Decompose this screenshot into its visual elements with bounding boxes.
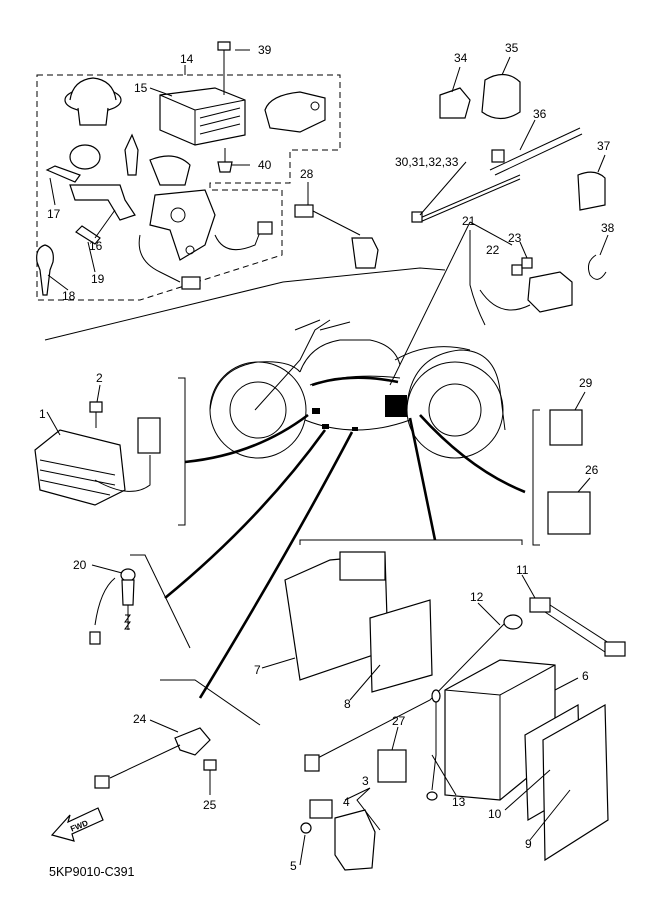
part-17-screw — [45, 165, 81, 183]
part-34-clamp — [439, 87, 471, 119]
label-26: 26 — [585, 463, 599, 477]
bracket-left — [178, 377, 186, 526]
label-39: 39 — [258, 43, 272, 57]
label-12: 12 — [470, 590, 484, 604]
pointer-lines — [164, 413, 526, 699]
part-14-switch-cover — [64, 77, 122, 126]
label-leaders — [46, 49, 609, 866]
label-20: 20 — [73, 558, 87, 572]
part-3-starter-relay — [309, 799, 376, 871]
bracket-battery — [299, 539, 523, 545]
label-40: 40 — [258, 158, 272, 172]
label-38: 38 — [601, 221, 615, 235]
label-10: 10 — [488, 807, 502, 821]
label-15: 15 — [134, 81, 148, 95]
label-8: 8 — [344, 697, 351, 711]
part-24-sidestand-switch — [94, 727, 211, 789]
group-leader-lines — [44, 267, 446, 341]
part-13-earth-lead — [426, 689, 441, 801]
part-15-ignitor-unit — [149, 87, 246, 146]
part-20-switch — [89, 568, 136, 645]
label-3: 3 — [362, 774, 369, 788]
label-37: 37 — [597, 139, 611, 153]
label-7: 7 — [254, 663, 261, 677]
part-14-mount-bracket — [264, 91, 326, 133]
label-34: 34 — [454, 51, 468, 65]
label-14: 14 — [180, 52, 194, 66]
label-6: 6 — [582, 669, 589, 683]
label-21: 21 — [462, 214, 476, 228]
part-9-pad — [542, 703, 609, 862]
group-14-dashed-box — [36, 74, 341, 301]
part-7-battery-box — [284, 551, 389, 681]
label-9: 9 — [525, 837, 532, 851]
part-30-33-cable-ties — [411, 174, 521, 223]
label-30-33: 30,31,32,33 — [395, 155, 459, 169]
bracket-20 — [130, 554, 191, 649]
part-36-cable-tie — [489, 127, 583, 176]
part-29-relay — [549, 409, 583, 446]
part-26-flasher — [547, 491, 591, 535]
part-40-grommet — [217, 148, 233, 173]
label-16: 16 — [89, 239, 103, 253]
part-39-screw — [217, 41, 231, 95]
label-22: 22 — [486, 243, 500, 257]
part-2-bolt — [89, 401, 103, 428]
label-17: 17 — [47, 207, 61, 221]
label-11: 11 — [516, 563, 529, 577]
part-38-clip — [588, 254, 607, 280]
label-13: 13 — [452, 795, 466, 809]
part-35-band — [481, 73, 521, 120]
label-24: 24 — [133, 712, 147, 726]
part-16-main-switch — [69, 133, 273, 290]
part-5-bolt — [300, 822, 312, 834]
part-28-connector — [294, 204, 379, 269]
label-23: 23 — [508, 231, 522, 245]
label-18: 18 — [62, 289, 76, 303]
part-8-pad — [369, 599, 433, 693]
bracket-right — [532, 409, 540, 546]
motorcycle-outline — [209, 319, 506, 459]
part-37-clamp — [577, 171, 606, 211]
part-19-bolt — [75, 225, 101, 245]
part-27-relay — [377, 749, 407, 783]
diagram-code: 5KP9010-C391 — [49, 865, 135, 879]
label-36: 36 — [533, 107, 547, 121]
label-28: 28 — [300, 167, 314, 181]
fwd-arrow-icon: FWD — [50, 807, 104, 842]
label-29: 29 — [579, 376, 593, 390]
label-25: 25 — [203, 798, 217, 812]
part-11-lead — [529, 597, 626, 657]
part-21-fuse-box — [469, 230, 573, 326]
part-12-cable — [304, 614, 523, 772]
part-25-screw — [203, 759, 217, 771]
bracket-24 — [160, 679, 261, 726]
label-4: 4 — [343, 795, 350, 809]
part-1-rectifier — [34, 417, 161, 506]
label-19: 19 — [91, 272, 105, 286]
label-35: 35 — [505, 41, 519, 55]
label-5: 5 — [290, 859, 297, 873]
part-18-key — [36, 244, 54, 296]
label-2: 2 — [96, 371, 103, 385]
part-labels: 14 15 39 40 28 17 16 18 19 34 35 36 30,3… — [39, 41, 615, 873]
label-1: 1 — [39, 407, 46, 421]
label-27: 27 — [392, 714, 406, 728]
